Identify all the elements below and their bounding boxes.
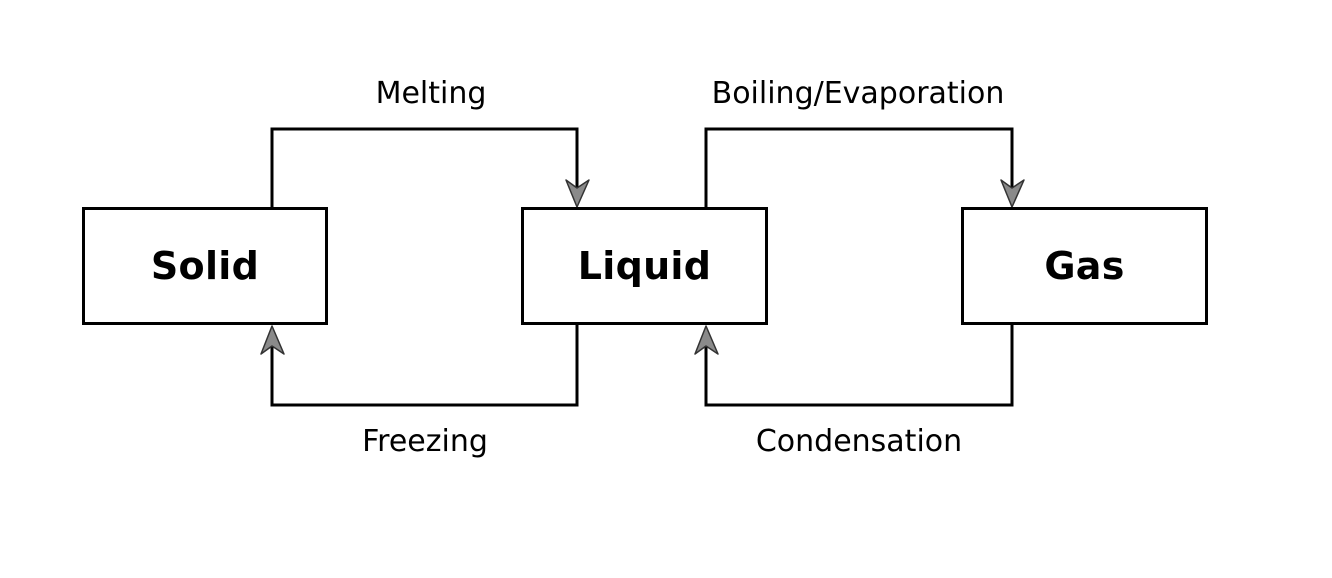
gas-state-label: Gas [1044,244,1125,288]
condensation-label: Condensation [755,424,963,459]
melting-connector [270,127,579,207]
melting-arrowhead [565,179,590,208]
liquid-state-box: Liquid [521,207,768,325]
solid-state-box: Solid [82,207,328,325]
boiling-evaporation-label: Boiling/Evaporation [711,76,1005,111]
freezing-connector [270,325,579,407]
freezing-arrowhead [260,325,285,355]
melting-label: Melting [375,76,487,111]
freezing-label: Freezing [362,424,488,459]
condensation-arrowhead [694,325,719,355]
solid-state-label: Solid [150,244,260,288]
condensation-connector [704,325,1014,407]
gas-state-box: Gas [961,207,1208,325]
boiling-connector [704,127,1014,207]
boiling-arrowhead [1000,179,1025,208]
liquid-state-label: Liquid [577,244,712,288]
